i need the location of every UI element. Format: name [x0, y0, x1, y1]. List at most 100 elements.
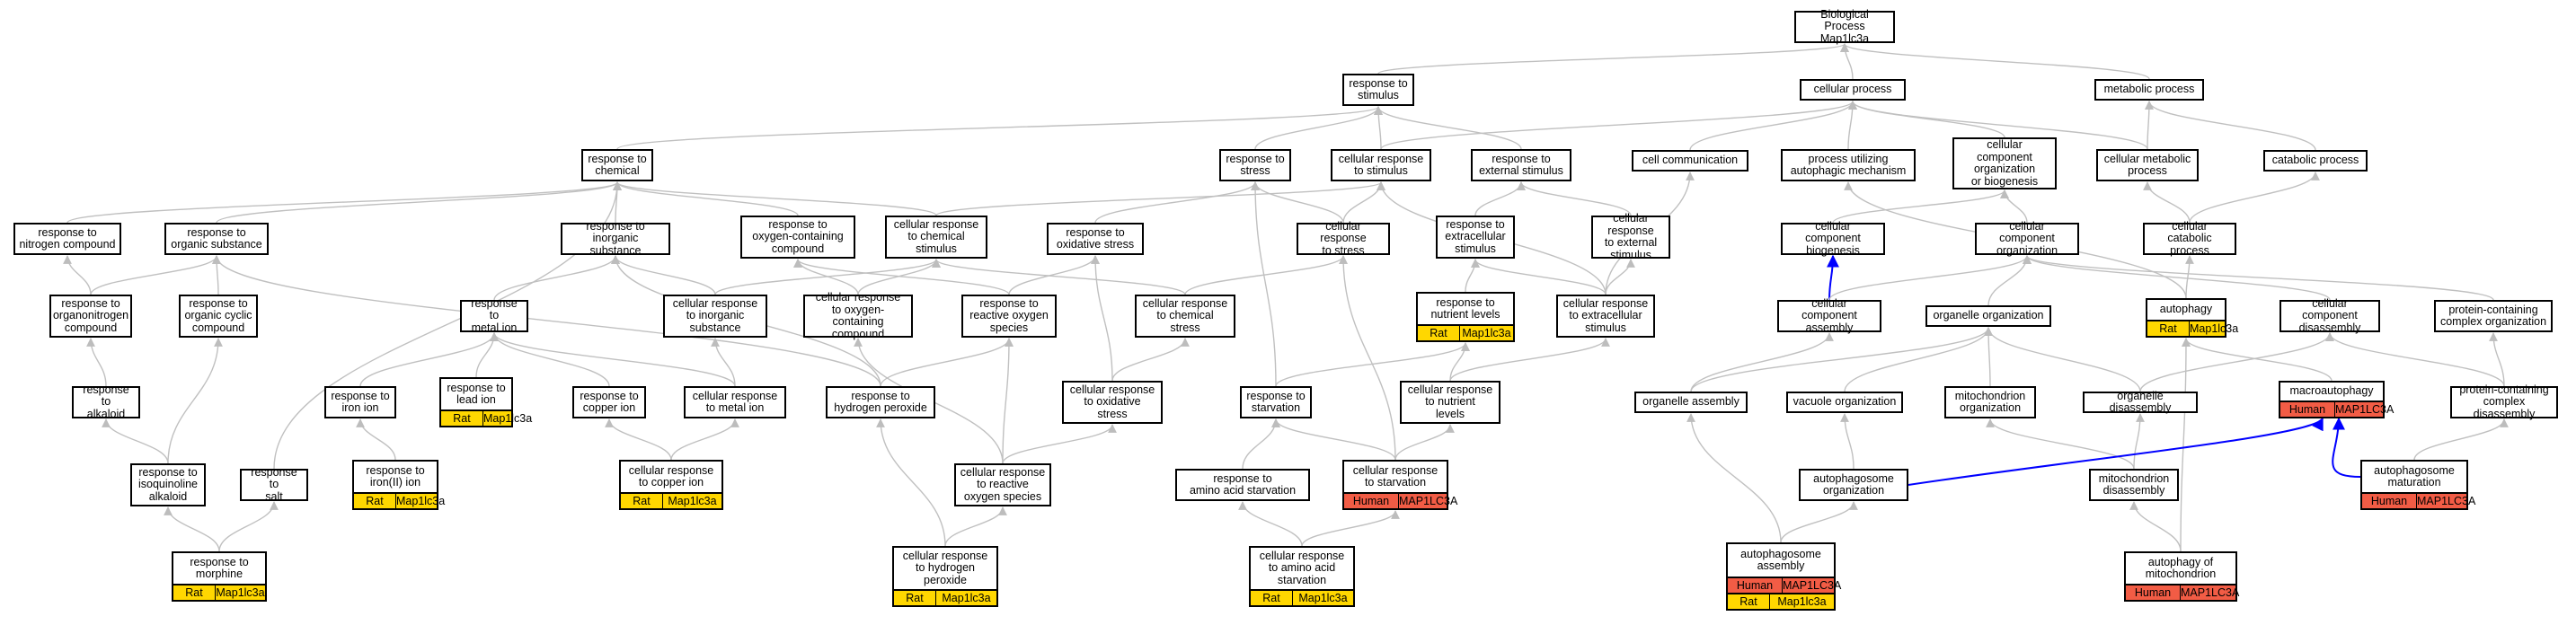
edge-apm-to-macro: [2332, 417, 2361, 478]
go-term-rs[interactable]: response to stimulus: [1342, 74, 1414, 106]
edge-vo-to-oo: [1844, 327, 1993, 392]
go-term-pu[interactable]: process utilizing autophagic mechanism: [1781, 149, 1916, 181]
go-term-auto[interactable]: autophagy: [2146, 298, 2226, 321]
species-label: Human: [2126, 585, 2181, 600]
go-term-pcd[interactable]: protein-containing complex disassembly: [2450, 383, 2558, 420]
gene-label: Map1lc3a: [1462, 327, 1511, 339]
edge-crcs-to-rchem: [613, 181, 937, 216]
go-term-risoq[interactable]: response to isoquinoline alkaloid: [130, 463, 206, 506]
go-term-craas[interactable]: cellular response to amino acid starvati…: [1249, 546, 1355, 591]
go-term-bp[interactable]: Biological Process Map1lc3a: [1794, 8, 1895, 45]
go-term-rmi[interactable]: response to metal ion: [460, 297, 528, 334]
go-term-cca[interactable]: cellular component assembly: [1777, 297, 1881, 334]
edge-rs-to-bp: [1377, 43, 1849, 75]
go-term-crros[interactable]: cellular response to reactive oxygen spe…: [954, 463, 1051, 506]
go-term-ralk[interactable]: response to alkaloid: [72, 383, 140, 420]
edge-apo-to-macro: [1908, 417, 2324, 486]
edge-crnl-to-rnl: [1449, 342, 1470, 382]
go-term-pco[interactable]: protein-containing complex organization: [2434, 300, 2553, 332]
go-term-rii[interactable]: response to iron ion: [324, 386, 396, 418]
go-term-apa[interactable]: autophagosome assembly: [1726, 542, 1836, 578]
go-term-rros[interactable]: response to reactive oxygen species: [961, 295, 1057, 338]
go-term-mo[interactable]: mitochondrion organization: [1944, 386, 2036, 418]
go-term-catp[interactable]: catabolic process: [2263, 150, 2368, 172]
go-term-cp[interactable]: cellular process: [1800, 79, 1906, 101]
go-term-crcu[interactable]: cellular response to copper ion: [619, 460, 723, 494]
go-term-rocc[interactable]: response to organic cyclic compound: [179, 295, 258, 338]
edge-ccd-to-cco: [2023, 255, 2331, 301]
edge-mdis-to-od: [2133, 413, 2145, 470]
edge-crstim-to-rs: [1374, 106, 1383, 150]
edge-crmi-to-rmi: [490, 332, 736, 387]
edge-mp-to-bp: [1840, 43, 2150, 80]
go-term-rextra[interactable]: response to extracellular stimulus: [1436, 216, 1515, 259]
edge-rnc-to-rchem: [66, 181, 622, 224]
go-term-mp[interactable]: metabolic process: [2094, 79, 2204, 101]
go-term-rli[interactable]: response to lead ion: [439, 377, 513, 411]
edge-mo-to-oo: [1984, 327, 1993, 387]
edge-crcs-to-crstim: [935, 181, 1385, 216]
gene-label: Map1lc3a: [396, 495, 446, 507]
go-term-ccd[interactable]: cellular component disassembly: [2279, 297, 2380, 334]
go-term-ccp[interactable]: cellular catabolic process: [2143, 220, 2236, 257]
go-term-crmi[interactable]: cellular response to metal ion: [684, 386, 786, 418]
go-term-rstress[interactable]: response to stress: [1219, 149, 1291, 181]
go-term-rnl[interactable]: response to nutrient levels: [1416, 292, 1515, 326]
go-term-oa[interactable]: organelle assembly: [1634, 392, 1748, 413]
go-term-od[interactable]: organelle disassembly: [2083, 390, 2198, 414]
go-term-crcs[interactable]: cellular response to chemical stimulus: [885, 216, 987, 259]
go-term-rci[interactable]: response to copper ion: [572, 386, 646, 418]
go-term-rmorph[interactable]: response to morphine: [172, 551, 267, 585]
go-term-croc[interactable]: cellular response to oxygen-containing c…: [803, 291, 913, 339]
go-term-macro[interactable]: macroautophagy: [2279, 381, 2385, 402]
go-term-rsalt[interactable]: response to salt: [240, 466, 308, 503]
go-term-rchem[interactable]: response to chemical: [581, 149, 653, 181]
go-term-apo[interactable]: autophagosome organization: [1799, 469, 1908, 501]
go-term-rfe2[interactable]: response to iron(II) ion: [352, 460, 438, 494]
edge-cco-to-ccob: [2000, 189, 2028, 224]
gene-label: Map1lc3a: [1298, 592, 1348, 604]
go-term-cris[interactable]: cellular response to inorganic substance: [663, 295, 767, 338]
go-term-crstim[interactable]: cellular response to stimulus: [1331, 149, 1431, 181]
go-term-vo[interactable]: vacuole organization: [1786, 392, 1903, 413]
go-term-crhp[interactable]: cellular response to hydrogen peroxide: [892, 546, 998, 591]
go-term-cc[interactable]: cell communication: [1632, 150, 1748, 172]
go-term-oo[interactable]: organelle organization: [1925, 305, 2051, 327]
go-term-crcst[interactable]: cellular response to chemical stress: [1135, 295, 1235, 338]
go-term-crstarv[interactable]: cellular response to starvation: [1342, 460, 1448, 494]
edge-cris-to-ris: [611, 255, 716, 295]
go-term-rhp[interactable]: response to hydrogen peroxide: [826, 386, 935, 418]
go-term-ris[interactable]: response to inorganic substance: [561, 220, 670, 257]
go-term-aom[interactable]: autophagy of mitochondrion: [2124, 551, 2237, 585]
edge-apm-to-pcd: [2413, 418, 2509, 461]
go-term-crnl[interactable]: cellular response to nutrient levels: [1400, 381, 1500, 424]
edge-raas-to-rstarv: [1242, 418, 1280, 470]
go-term-crext[interactable]: cellular response to external stimulus: [1591, 212, 1670, 260]
go-term-rstarv[interactable]: response to starvation: [1240, 386, 1312, 418]
go-term-rext[interactable]: response to external stimulus: [1471, 149, 1571, 181]
go-term-crextra[interactable]: cellular response to extracellular stimu…: [1556, 295, 1655, 338]
go-term-ccb[interactable]: cellular component biogenesis: [1781, 220, 1885, 257]
edge-ccp-to-cmp: [2143, 181, 2191, 224]
go-term-apm[interactable]: autophagosome maturation: [2360, 460, 2468, 494]
go-term-roc[interactable]: response to oxygen-containing compound: [740, 216, 855, 259]
go-term-ros[interactable]: response to organic substance: [164, 223, 269, 255]
go-term-mdis[interactable]: mitochondrion disassembly: [2089, 469, 2179, 501]
go-term-rox[interactable]: response to oxidative stress: [1047, 223, 1144, 255]
go-term-cmp[interactable]: cellular metabolic process: [2096, 149, 2199, 181]
go-term-raas[interactable]: response to amino acid starvation: [1175, 469, 1310, 501]
go-term-ccob[interactable]: cellular component organization or bioge…: [1952, 137, 2057, 189]
go-term-cco[interactable]: cellular component organization: [1975, 220, 2079, 257]
edge-rox-to-rstress: [1094, 181, 1260, 224]
go-term-crst[interactable]: cellular response to stress: [1297, 220, 1390, 257]
go-term-rnc[interactable]: response to nitrogen compound: [13, 223, 121, 255]
go-term-crox[interactable]: cellular response to oxidative stress: [1062, 381, 1163, 424]
go-term-ronc[interactable]: response to organonitrogen compound: [49, 295, 132, 338]
